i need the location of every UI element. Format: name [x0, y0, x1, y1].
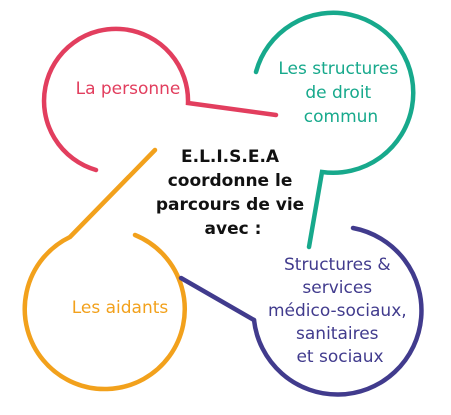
node-medico: Structures & services médico-sociaux, sa… [178, 225, 424, 397]
node-personne-ring [41, 26, 279, 173]
node-medico-line: et sociaux [296, 347, 383, 367]
node-personne: La personne [41, 26, 279, 173]
node-structures-line: de droit [305, 83, 371, 103]
center-line: parcours de vie [156, 195, 304, 215]
node-personne-label: La personne [76, 79, 181, 99]
node-medico-ring [251, 225, 424, 397]
node-medico-line: services [302, 278, 372, 298]
node-aidants: Les aidants [22, 147, 187, 392]
node-medico-label: Structures & services médico-sociaux, sa… [268, 255, 412, 367]
node-medico-line: sanitaires [296, 324, 379, 344]
center-line: avec : [205, 219, 262, 239]
node-structures-label: Les structures de droit commun [278, 59, 403, 127]
node-structures: Les structures de droit commun [253, 10, 416, 250]
node-aidants-line: Les aidants [72, 298, 169, 318]
center-line: E.L.I.S.E.A [181, 147, 280, 167]
node-structures-line: Les structures [278, 59, 398, 79]
node-aidants-label: Les aidants [72, 298, 169, 318]
node-medico-line: médico-sociaux, [268, 301, 407, 321]
node-structures-ring [253, 10, 416, 250]
node-personne-line: La personne [76, 79, 181, 99]
center-line: coordonne le [168, 171, 293, 191]
node-structures-line: commun [304, 107, 378, 127]
center-label: E.L.I.S.E.A coordonne le parcours de vie… [156, 147, 310, 239]
node-aidants-ring [22, 147, 187, 392]
node-medico-line: Structures & [284, 255, 391, 275]
node-medico-connector [178, 275, 257, 323]
